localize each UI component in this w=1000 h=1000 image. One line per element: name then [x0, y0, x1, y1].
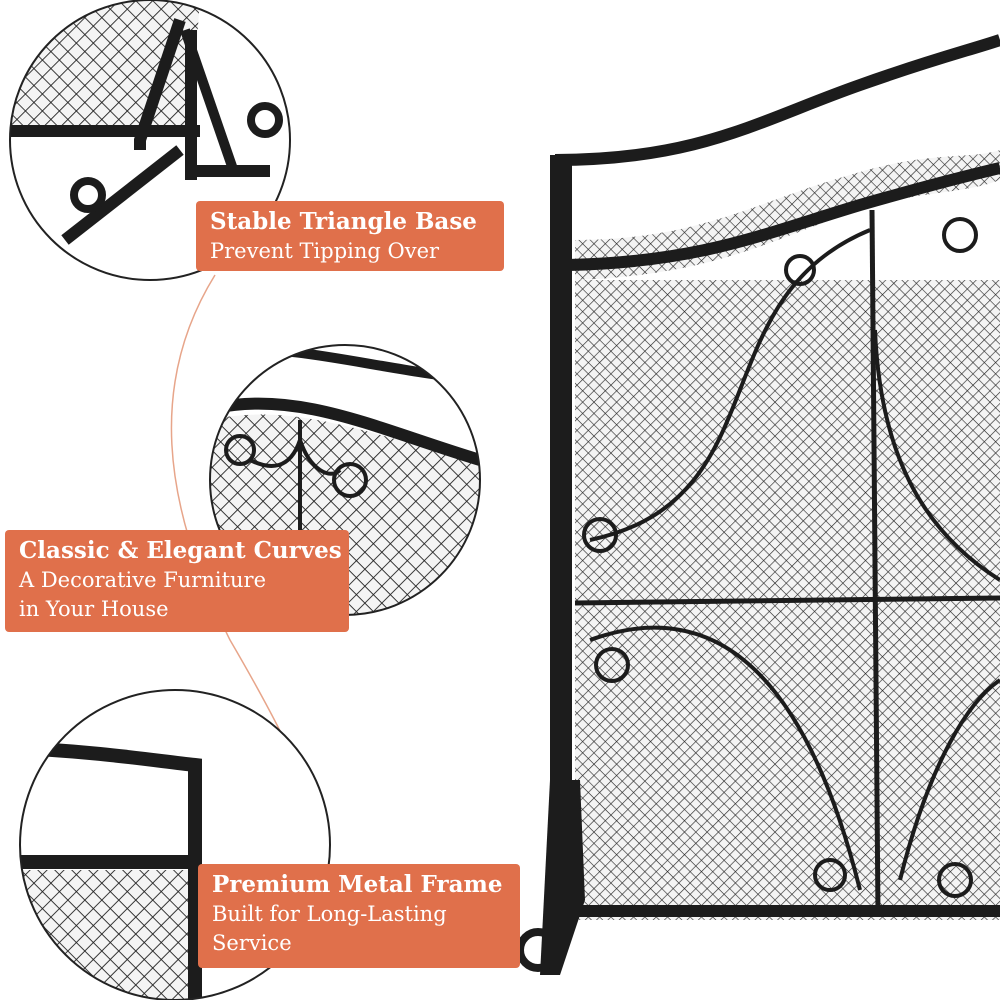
feature-title: Premium Metal Frame: [212, 871, 503, 898]
fireplace-screen: [516, 34, 1000, 975]
feature-subtitle: Prevent Tipping Over: [210, 239, 440, 263]
feature-subtitle: A Decorative Furniture: [19, 568, 266, 592]
feature-label-curves: Classic & Elegant Curves A Decorative Fu…: [5, 530, 349, 632]
feature-subtitle: in Your House: [19, 597, 169, 621]
detail-circle-border: [19, 689, 331, 1000]
feature-subtitle: Built for Long-Lasting: [212, 902, 447, 926]
feature-title: Stable Triangle Base: [210, 208, 477, 235]
feature-title: Classic & Elegant Curves: [19, 537, 342, 564]
feature-subtitle: Service: [212, 931, 292, 955]
feature-label-metal-frame: Premium Metal Frame Built for Long-Lasti…: [198, 864, 520, 968]
detail-circle-border: [9, 0, 291, 281]
feature-label-stable-base: Stable Triangle Base Prevent Tipping Ove…: [196, 201, 504, 271]
detail-circle-base: [10, 0, 290, 280]
